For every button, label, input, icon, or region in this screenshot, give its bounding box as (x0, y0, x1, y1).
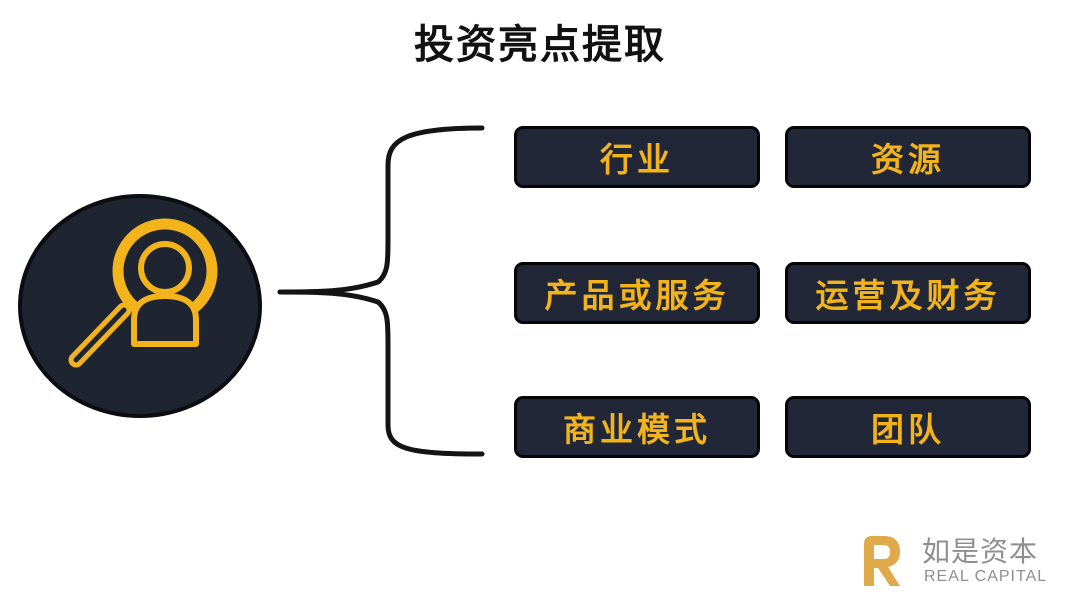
category-box-industry: 行业 (514, 126, 760, 188)
logo-name-en: REAL CAPITAL (924, 568, 1048, 585)
category-box-operations-finance: 运营及财务 (785, 262, 1031, 324)
category-box-business-model: 商业模式 (514, 396, 760, 458)
category-label: 团队 (871, 410, 945, 449)
page-title: 投资亮点提取 (414, 21, 666, 68)
category-label: 运营及财务 (815, 276, 1001, 315)
r-logo-icon (864, 536, 900, 586)
logo-name-cn: 如是资本 (922, 535, 1039, 568)
category-label: 行业 (600, 140, 674, 179)
category-label: 商业模式 (563, 410, 711, 449)
category-box-product-service: 产品或服务 (514, 262, 760, 324)
hub-circle (18, 194, 262, 418)
brand-logo: 如是资本 REAL CAPITAL (860, 530, 1060, 590)
category-label: 产品或服务 (544, 276, 730, 315)
category-box-team: 团队 (785, 396, 1031, 458)
category-box-resources: 资源 (785, 126, 1031, 188)
category-label: 资源 (871, 140, 945, 179)
magnifier-person-icon (68, 218, 218, 368)
